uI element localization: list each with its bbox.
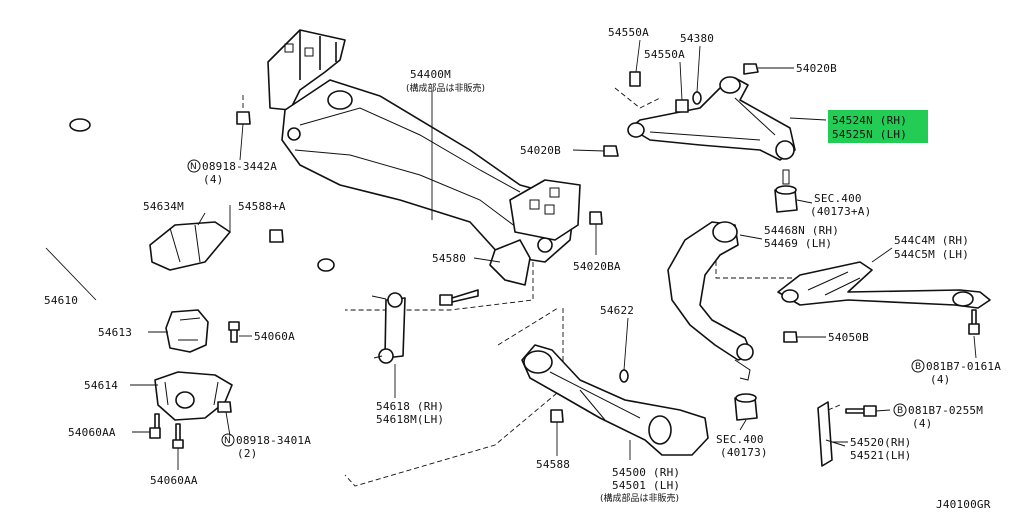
label-544C4M: 544C4M (RH) xyxy=(894,234,969,247)
label-sec400-bottom: SEC.400 xyxy=(716,433,764,446)
tension-rod-544C4M xyxy=(777,261,991,309)
label-54060AA-2: 54060AA xyxy=(150,474,198,487)
leader-lines xyxy=(45,39,977,470)
fasteners xyxy=(149,63,980,449)
label-54400M: 54400M xyxy=(410,68,451,81)
label-54524N: 54524N (RH) xyxy=(832,114,907,127)
bracket-54634M xyxy=(149,221,231,271)
circle-N-letter-2: N xyxy=(224,436,231,446)
label-54550A-2: 54550A xyxy=(644,48,685,61)
callout-N-08918-3442A: N 08918-3442A (4) xyxy=(187,159,277,186)
label-54020B-mid: 54020B xyxy=(520,144,561,157)
callout-N-08918-3401A: N 08918-3401A (2) xyxy=(221,433,311,460)
bushing-sec400-bottom xyxy=(734,393,758,421)
label-54060A: 54060A xyxy=(254,330,295,343)
label-54588: 54588 xyxy=(536,458,570,471)
bracket-54520 xyxy=(817,401,846,467)
label-sec400-top: SEC.400 xyxy=(814,192,862,205)
label-08918-3401A-qty: (2) xyxy=(237,447,257,460)
part-number-highlight xyxy=(828,110,928,143)
label-081B7-0255M: 081B7-0255M xyxy=(908,404,983,417)
crossmember-54400M xyxy=(267,29,581,286)
label-54634M: 54634M xyxy=(143,200,184,213)
label-54614: 54614 xyxy=(84,379,118,392)
part-labels: 54550A 54550A 54380 54020B 54524N (RH) 5… xyxy=(44,26,1001,511)
circle-N-letter: N xyxy=(190,162,197,172)
circle-B-letter: B xyxy=(915,362,921,372)
label-54060AA-1: 54060AA xyxy=(68,426,116,439)
label-54618M: 54618M(LH) xyxy=(376,413,444,426)
label-08918-3442A: 08918-3442A xyxy=(202,160,277,173)
label-54622: 54622 xyxy=(600,304,634,317)
label-54500: 54500 (RH) xyxy=(612,466,680,479)
label-54469: 54469 (LH) xyxy=(764,237,832,250)
bushing-sec400-top xyxy=(774,169,798,213)
upper-arm-54524N xyxy=(627,76,796,161)
callout-B-081B7-0161A: B 081B7-0161A (4) xyxy=(911,359,1001,386)
label-54468N: 54468N (RH) xyxy=(764,224,839,237)
label-54521: 54521(LH) xyxy=(850,449,911,462)
callout-B-081B7-0255M: B 081B7-0255M (4) xyxy=(893,403,983,430)
label-54618: 54618 (RH) xyxy=(376,400,444,413)
label-54588A: 54588+A xyxy=(238,200,286,213)
lower-arm-54500 xyxy=(521,344,709,456)
diagram-id: J40100GR xyxy=(936,498,991,511)
label-54400M-note: (構成部品は非販売) xyxy=(406,82,485,94)
label-544C5M: 544C5M (LH) xyxy=(894,248,969,261)
arm-54468N xyxy=(667,221,754,381)
label-54500-note: (構成部品は非販売) xyxy=(600,492,679,504)
label-081B7-0161A-qty: (4) xyxy=(930,373,950,386)
label-08918-3401A: 08918-3401A xyxy=(236,434,311,447)
label-54380: 54380 xyxy=(680,32,714,45)
label-sec400-top-ref: (40173+A) xyxy=(810,205,871,218)
label-08918-3442A-qty: (4) xyxy=(203,173,223,186)
label-081B7-0255M-qty: (4) xyxy=(912,417,932,430)
label-54550A-1: 54550A xyxy=(608,26,649,39)
bushing-54613 xyxy=(165,309,209,353)
label-54580: 54580 xyxy=(432,252,466,265)
label-54020B-top: 54020B xyxy=(796,62,837,75)
label-54610: 54610 xyxy=(44,294,78,307)
stabilizer-link-54618 xyxy=(371,292,406,364)
label-54050B: 54050B xyxy=(828,331,869,344)
label-081B7-0161A: 081B7-0161A xyxy=(926,360,1001,373)
circle-B-letter-2: B xyxy=(897,406,903,416)
stabilizer-bar-54610 xyxy=(21,118,335,306)
label-54520: 54520(RH) xyxy=(850,436,911,449)
label-54525N: 54525N (LH) xyxy=(832,128,907,141)
label-54501: 54501 (LH) xyxy=(612,479,680,492)
label-54020BA: 54020BA xyxy=(573,260,621,273)
label-sec400-bottom-ref: (40173) xyxy=(720,446,768,459)
label-54613: 54613 xyxy=(98,326,132,339)
